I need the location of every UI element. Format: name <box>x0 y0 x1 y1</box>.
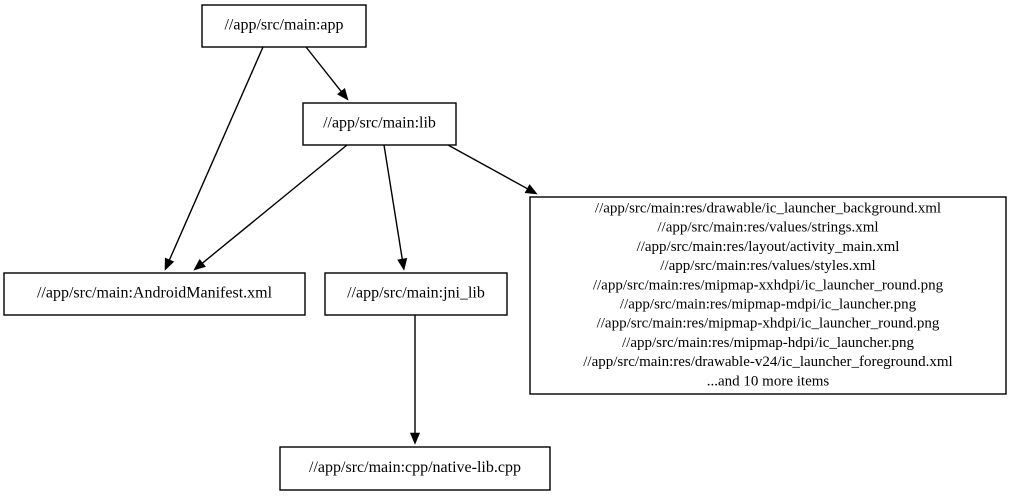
node-lib-box[interactable] <box>302 102 457 146</box>
edge-jni-lib-to-native-lib-arrowhead <box>409 432 421 445</box>
node-resources[interactable]: //app/src/main:res/drawable/ic_launcher_… <box>529 196 1007 395</box>
node-androidmanifest-label-line-0: //app/src/main:AndroidManifest.xml <box>37 285 273 302</box>
node-resources-label-line-5: //app/src/main:res/mipmap-mdpi/ic_launch… <box>620 297 917 313</box>
node-resources-label-line-9: ...and 10 more items <box>707 373 830 389</box>
node-jni-lib-label-line-0: //app/src/main:jni_lib <box>347 285 485 302</box>
nodes-layer: //app/src/main:app //app/src/main:lib //ap… <box>3 4 1007 491</box>
node-lib[interactable]: //app/src/main:lib <box>302 102 457 146</box>
node-resources-label-line-2: //app/src/main:res/layout/activity_main.… <box>637 239 900 255</box>
edge-lib-to-androidmanifest-arrowhead <box>193 258 206 271</box>
node-app-label-line-0: //app/src/main:app <box>224 17 343 34</box>
edge-lib-to-resources-line <box>447 144 528 190</box>
node-resources-label-line-4: //app/src/main:res/mipmap-xxhdpi/ic_laun… <box>593 277 944 293</box>
node-native-lib-cpp[interactable]: //app/src/main:cpp/native-lib.cpp <box>279 446 551 491</box>
node-androidmanifest[interactable]: //app/src/main:AndroidManifest.xml <box>3 272 306 316</box>
node-resources-label-line-0: //app/src/main:res/drawable/ic_launcher_… <box>595 201 941 217</box>
edge-app-to-androidmanifest <box>164 46 264 271</box>
edge-app-to-lib-arrowhead <box>337 88 349 101</box>
edge-app-to-androidmanifest-arrowhead <box>164 257 175 271</box>
node-resources-label-line-8: //app/src/main:res/drawable-v24/ic_launc… <box>583 354 952 370</box>
edge-app-to-lib-line <box>305 46 342 92</box>
node-resources-label-line-3: //app/src/main:res/values/styles.xml <box>660 258 875 274</box>
node-lib-label-line-0: //app/src/main:lib <box>323 115 436 132</box>
edge-jni-lib-to-native-lib <box>409 315 421 445</box>
edge-lib-to-androidmanifest-line <box>202 144 348 264</box>
node-androidmanifest-box[interactable] <box>3 272 306 316</box>
edges-layer <box>164 46 538 445</box>
edge-app-to-lib <box>305 46 349 101</box>
edge-lib-to-jni-lib-arrowhead <box>397 258 408 271</box>
edge-app-to-androidmanifest-line <box>168 46 264 261</box>
node-jni-lib[interactable]: //app/src/main:jni_lib <box>324 272 508 316</box>
node-resources-box[interactable] <box>529 196 1007 395</box>
node-app-box[interactable] <box>201 4 367 48</box>
edge-lib-to-resources <box>447 144 538 195</box>
node-app[interactable]: //app/src/main:app <box>201 4 367 48</box>
edge-lib-to-jni-lib <box>383 144 408 271</box>
node-jni-lib-box[interactable] <box>324 272 508 316</box>
edge-lib-to-androidmanifest <box>193 144 348 271</box>
node-native-lib-cpp-label-line-0: //app/src/main:cpp/native-lib.cpp <box>309 459 521 476</box>
edge-lib-to-jni-lib-line <box>383 144 403 260</box>
node-resources-label-line-6: //app/src/main:res/mipmap-xhdpi/ic_launc… <box>597 316 940 332</box>
node-resources-label-line-1: //app/src/main:res/values/strings.xml <box>657 220 878 236</box>
edge-lib-to-resources-arrowhead <box>524 184 538 195</box>
node-resources-label-line-7: //app/src/main:res/mipmap-hdpi/ic_launch… <box>622 335 915 351</box>
node-native-lib-cpp-box[interactable] <box>279 446 551 491</box>
